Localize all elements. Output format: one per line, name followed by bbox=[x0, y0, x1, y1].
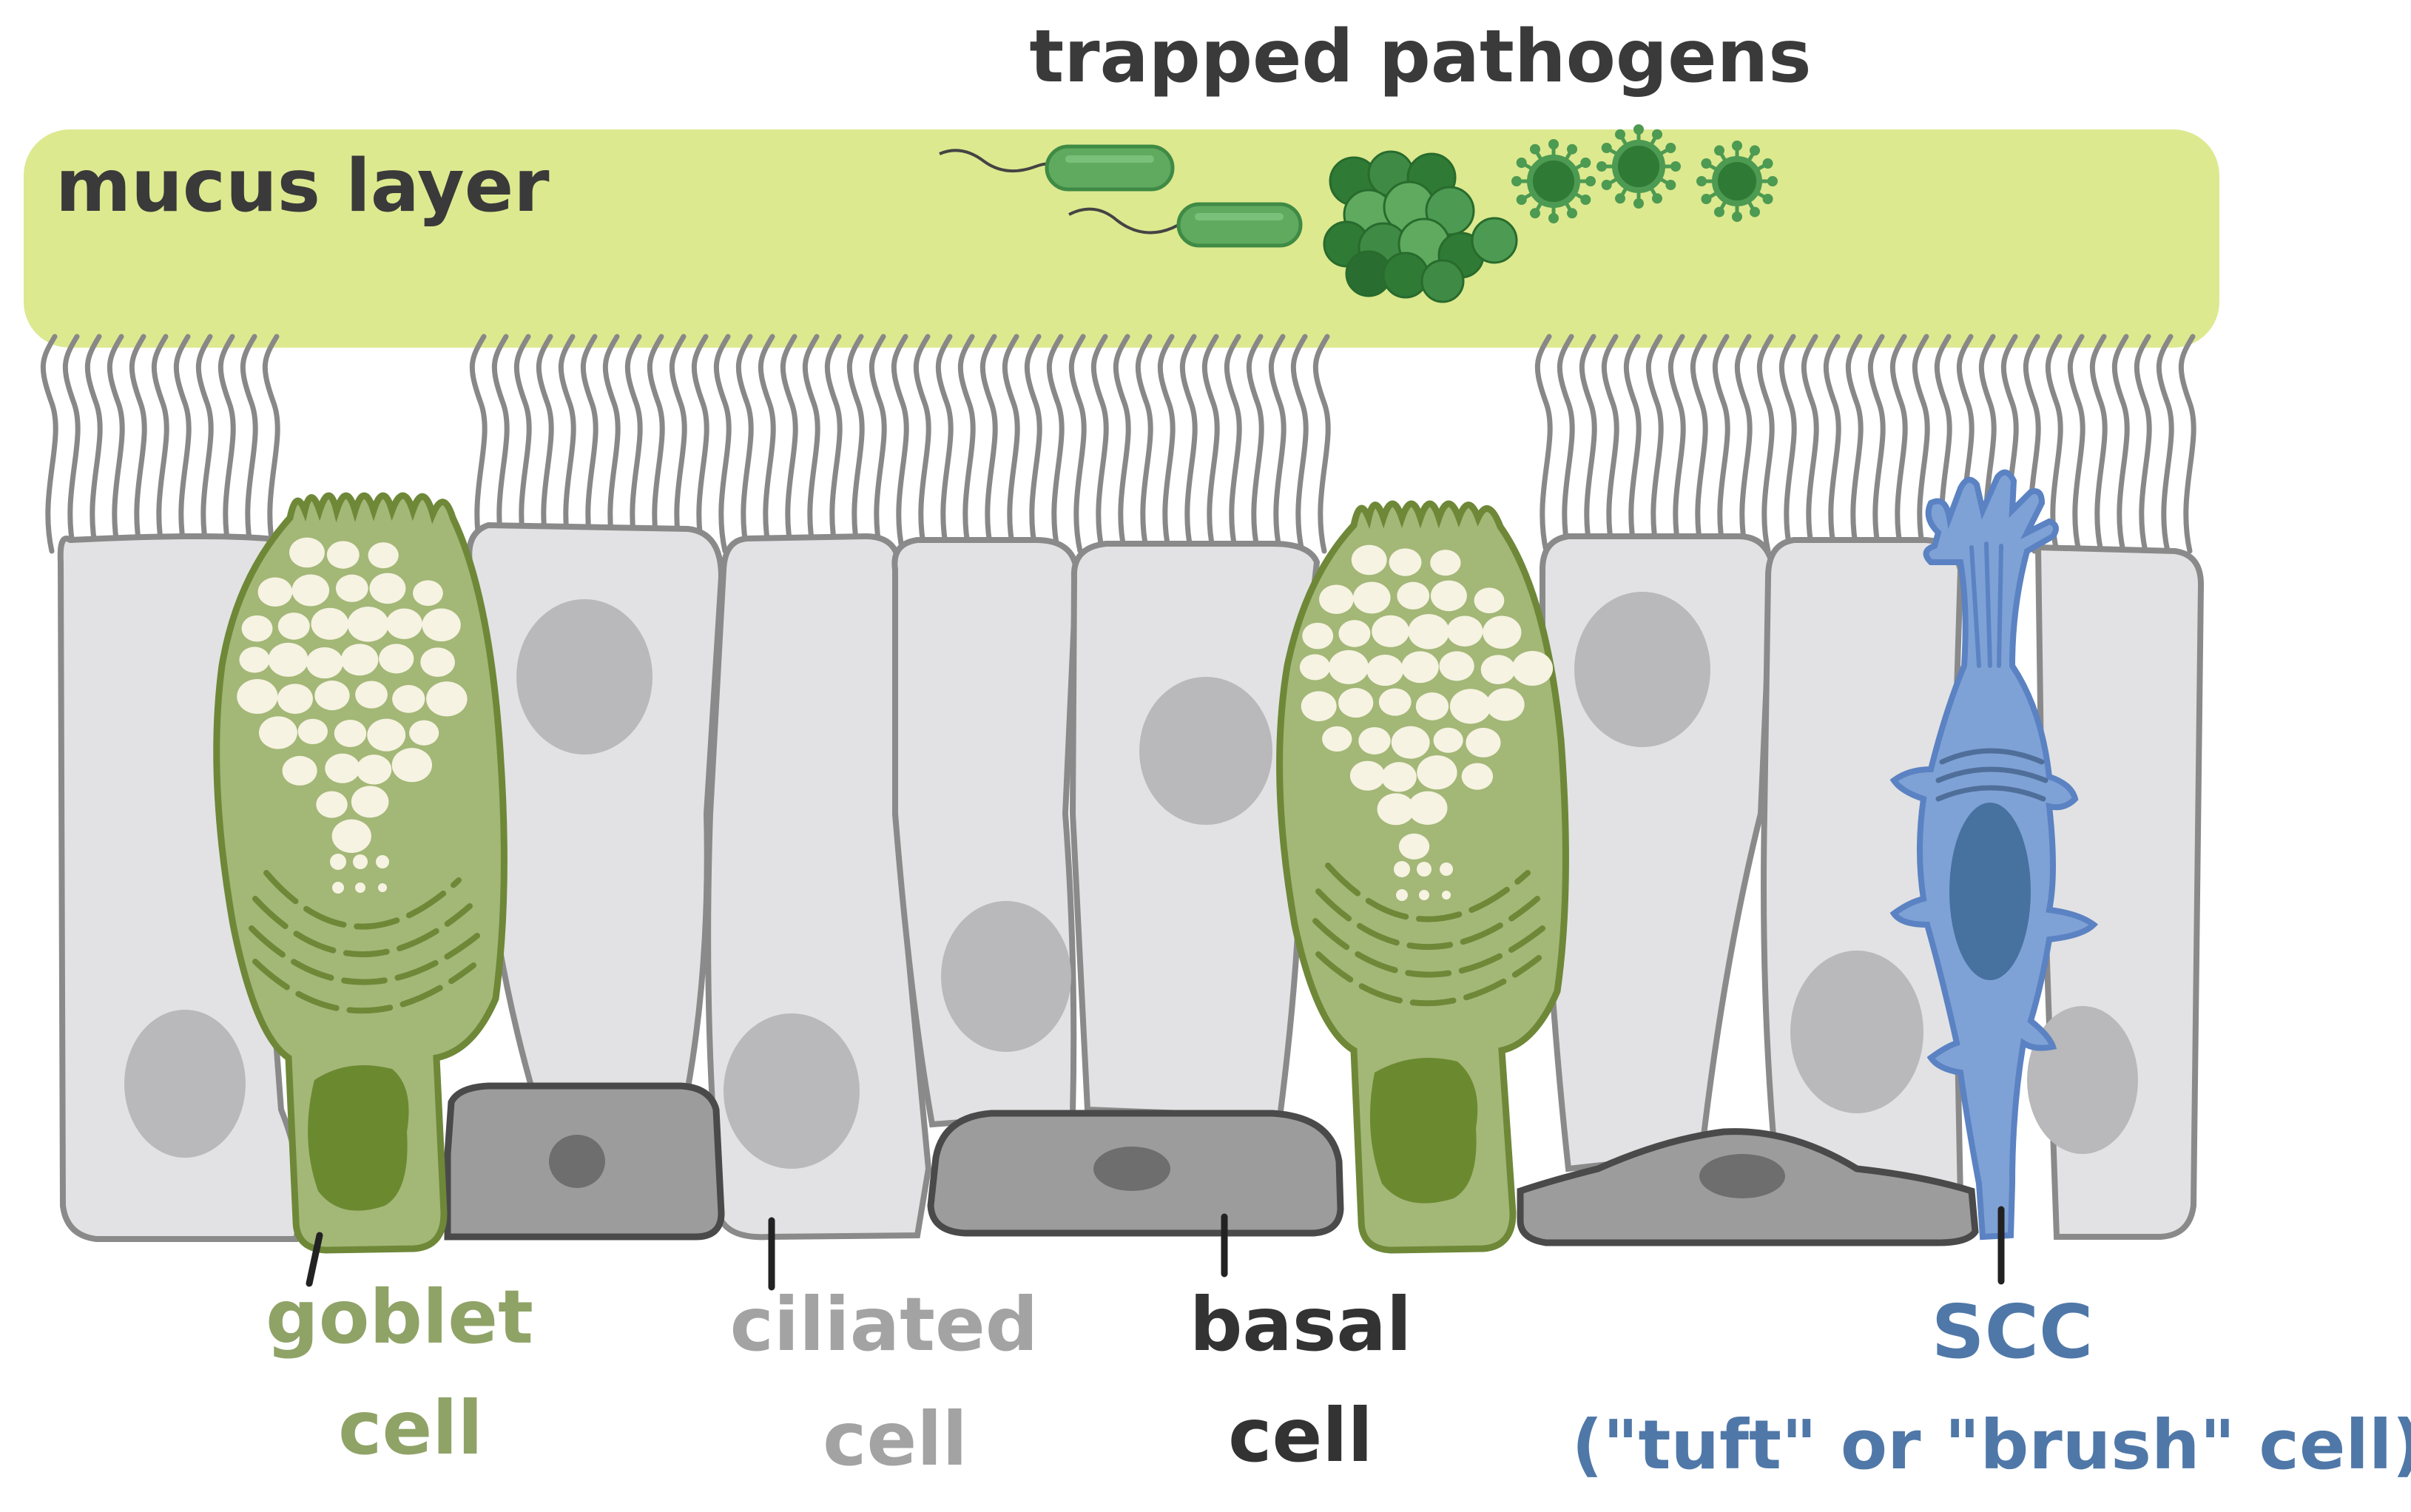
ciliated-nucleus-8 bbox=[2027, 1006, 2138, 1154]
label-pointers bbox=[306, 1206, 2005, 1291]
ciliated-nucleus-2 bbox=[516, 599, 653, 755]
goblet-golgi-2 bbox=[1312, 863, 1545, 1007]
ciliated-nucleus-5 bbox=[1139, 677, 1272, 825]
scc-nucleus bbox=[1949, 803, 2031, 980]
ciliated-nucleus-4 bbox=[941, 901, 1071, 1052]
rod-bacterium-1 bbox=[939, 144, 1175, 192]
virus-3 bbox=[1696, 141, 1778, 222]
goblet-cell-label-line2: cell bbox=[338, 1385, 483, 1471]
ciliated-nucleus-7 bbox=[1790, 951, 1923, 1113]
virus-1 bbox=[1511, 139, 1596, 223]
goblet-granules-1 bbox=[237, 537, 468, 894]
ciliated-cell-label-line2: cell bbox=[823, 1396, 968, 1482]
goblet-granules-2 bbox=[1299, 544, 1554, 901]
goblet-pointer bbox=[306, 1232, 323, 1287]
ciliated-cell-label-line1: ciliated bbox=[730, 1281, 1039, 1368]
trapped-pathogens-label: trapped pathogens bbox=[1029, 15, 1811, 99]
goblet-nucleus-1 bbox=[308, 1065, 409, 1211]
trapped-pathogens bbox=[939, 124, 1778, 303]
goblet-cell-1 bbox=[213, 492, 508, 1254]
scc-label-line2: ("tuft" or "brush" cell) bbox=[1572, 1405, 2411, 1485]
goblet-cell-1-body bbox=[213, 492, 508, 1254]
goblet-nucleus-2 bbox=[1369, 1058, 1478, 1204]
basal-nucleus-2 bbox=[1093, 1147, 1170, 1191]
basal-cell-label-line1: basal bbox=[1190, 1281, 1412, 1368]
cocci-cluster bbox=[1323, 150, 1518, 303]
rod-bacterium-2 bbox=[1068, 202, 1303, 248]
basal-nucleus-1 bbox=[549, 1135, 605, 1188]
goblet-cell-label-line1: goblet bbox=[266, 1274, 533, 1360]
scc-label-line1: SCC bbox=[1932, 1289, 2094, 1375]
basal-cell-label-line2: cell bbox=[1228, 1392, 1373, 1479]
ciliated-nucleus-3 bbox=[724, 1013, 860, 1169]
basal-nucleus-3 bbox=[1699, 1154, 1785, 1198]
scc-cell bbox=[1889, 469, 2099, 1241]
virus-2 bbox=[1596, 124, 1681, 209]
scc-golgi bbox=[1935, 748, 2048, 802]
goblet-cell-2 bbox=[1276, 500, 1569, 1254]
ciliated-nucleus-6 bbox=[1574, 592, 1710, 747]
basal-nuclei bbox=[549, 1135, 1785, 1198]
cilia bbox=[40, 334, 2196, 554]
goblet-golgi-1 bbox=[249, 870, 480, 1014]
ciliated-nucleus-1 bbox=[124, 1010, 246, 1158]
mucus-layer-label: mucus layer bbox=[55, 144, 550, 229]
ciliated-nuclei bbox=[124, 592, 2138, 1169]
scc-microvilli-lines bbox=[1969, 541, 2003, 668]
